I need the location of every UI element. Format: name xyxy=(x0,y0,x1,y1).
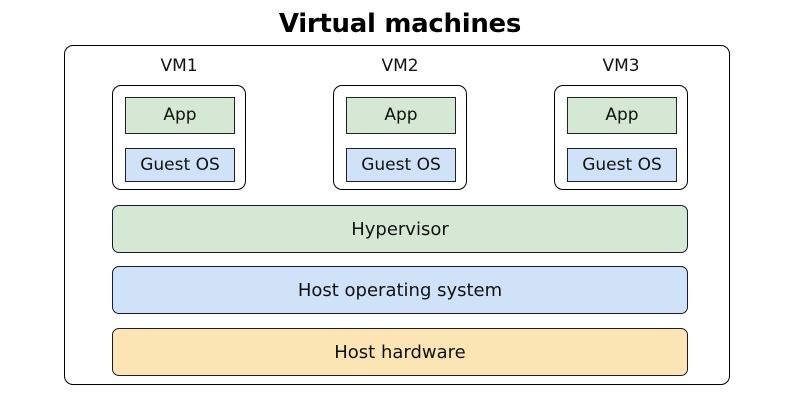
vm-label-vm1: VM1 xyxy=(160,56,198,76)
vm1-guest-os-box[interactable]: Guest OS xyxy=(125,148,235,182)
vm-label-vm2: VM2 xyxy=(381,56,419,76)
vm-box-vm3[interactable]: App Guest OS xyxy=(554,85,688,190)
vm-box-vm2[interactable]: App Guest OS xyxy=(333,85,467,190)
vm2-app-box[interactable]: App xyxy=(346,97,456,134)
vm3-guest-os-box[interactable]: Guest OS xyxy=(567,148,677,182)
page-title: Virtual machines xyxy=(278,9,522,39)
vm3-app-box[interactable]: App xyxy=(567,97,677,134)
vm2-guest-os-box[interactable]: Guest OS xyxy=(346,148,456,182)
vm-label-vm3: VM3 xyxy=(602,56,640,76)
vm1-app-box[interactable]: App xyxy=(125,97,235,134)
vm-box-vm1[interactable]: App Guest OS xyxy=(112,85,246,190)
layer-host-operating-system[interactable]: Host operating system xyxy=(112,266,688,314)
layer-host-hardware[interactable]: Host hardware xyxy=(112,328,688,376)
layer-hypervisor[interactable]: Hypervisor xyxy=(112,205,688,253)
